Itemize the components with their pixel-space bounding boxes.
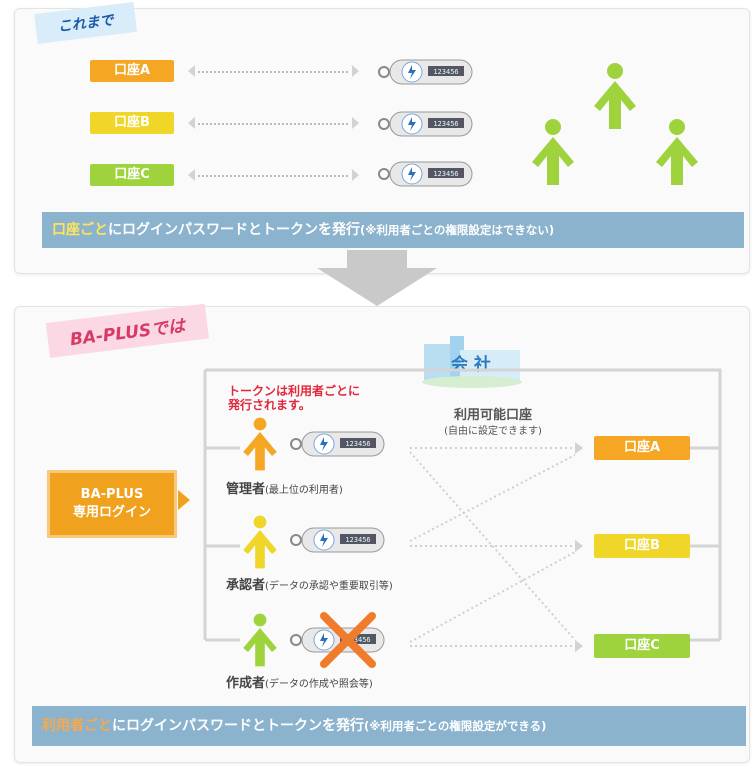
person-icon [532, 119, 574, 185]
ba-plus-login-box: BA-PLUS 専用ログイン [47, 470, 177, 538]
usable-line2: (自由に設定できます) [444, 426, 542, 437]
svg-text:123456: 123456 [433, 68, 458, 76]
before-banner-text: にログインパスワードとトークンを発行 [108, 222, 360, 238]
company-building-icon [422, 336, 522, 388]
person-icon [594, 63, 636, 129]
token-icon: 123456 [290, 527, 385, 553]
creator-person-icon [243, 613, 277, 667]
approver-person-icon [243, 515, 277, 569]
after-account-a: 口座A [594, 436, 690, 460]
before-banner-note: (※利用者ごとの権限設定はできない) [360, 223, 555, 237]
login-line1: BA-PLUS [80, 487, 144, 502]
after-banner: 利用者ごとにログインパスワードとトークンを発行(※利用者ごとの権限設定ができる) [32, 706, 746, 746]
before-banner-highlight: 口座ごと [52, 222, 108, 238]
approver-label: 承認者(データの承認や重要取引等) [226, 578, 393, 593]
after-account-c: 口座C [594, 634, 690, 658]
usable-accounts-label: 利用可能口座 (自由に設定できます) [408, 408, 578, 440]
svg-text:123456: 123456 [345, 636, 370, 644]
before-account-b: 口座B [90, 112, 174, 134]
svg-text:123456: 123456 [345, 536, 370, 544]
token-icon: 123456 [378, 161, 473, 187]
down-arrow-icon [317, 250, 437, 306]
svg-text:123456: 123456 [433, 170, 458, 178]
token-icon: 123456 [378, 111, 473, 137]
before-account-c: 口座C [90, 164, 174, 186]
after-banner-highlight: 利用者ごと [42, 718, 112, 734]
token-icon: 123456 [290, 431, 385, 457]
token-note-line2: 発行されます。 [228, 398, 311, 412]
svg-text:123456: 123456 [345, 440, 370, 448]
login-line2: 専用ログイン [72, 505, 151, 520]
svg-text:123456: 123456 [433, 120, 458, 128]
before-banner: 口座ごとにログインパスワードとトークンを発行(※利用者ごとの権限設定はできない) [42, 212, 744, 248]
person-icon [656, 119, 698, 185]
after-banner-note: (※利用者ごとの権限設定ができる) [364, 719, 547, 733]
admin-person-icon [243, 417, 277, 471]
token-per-user-note: トークンは利用者ごとに 発行されます。 [228, 384, 360, 412]
before-account-a: 口座A [90, 60, 174, 82]
after-account-b: 口座B [594, 534, 690, 558]
after-banner-text: にログインパスワードとトークンを発行 [112, 718, 364, 734]
token-icon: 123456 [378, 59, 473, 85]
usable-line1: 利用可能口座 [453, 408, 532, 423]
no-token-cross-icon [320, 612, 376, 668]
creator-label: 作成者(データの作成や照会等) [226, 676, 373, 691]
admin-label: 管理者(最上位の利用者) [226, 482, 343, 497]
token-note-line1: トークンは利用者ごとに [228, 384, 361, 398]
